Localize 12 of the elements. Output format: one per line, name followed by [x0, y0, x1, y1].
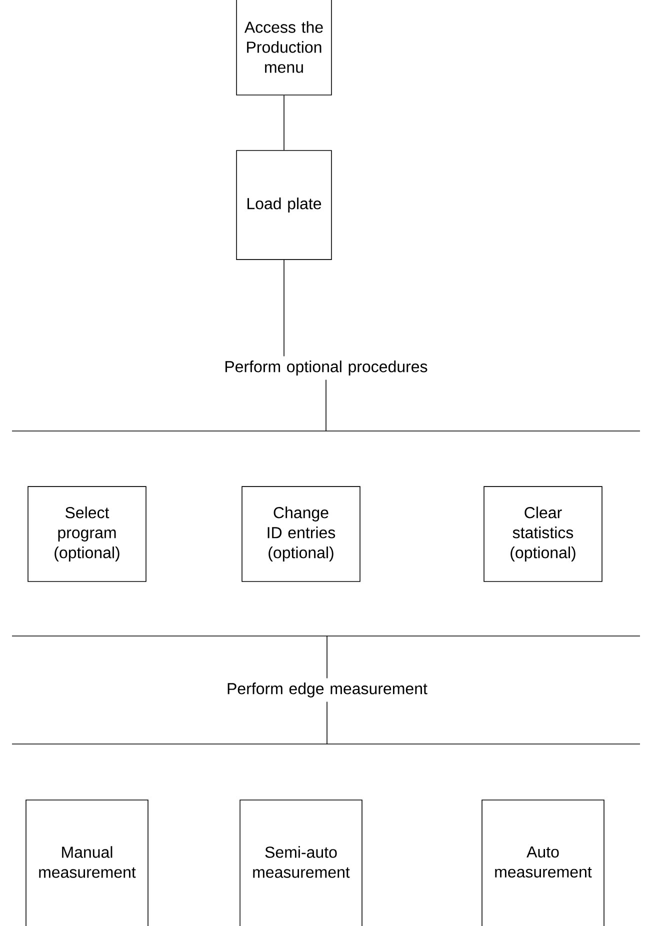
step-label: Perform optional procedures — [226, 360, 428, 376]
connector-line — [326, 636, 328, 679]
process-box: Select program (optional) — [28, 486, 146, 582]
process-box: Semi-auto measurement — [240, 800, 362, 926]
process-box: Access the Production menu — [236, 0, 332, 96]
process-box: Auto measurement — [482, 800, 604, 926]
connector-line — [326, 701, 328, 744]
process-box: Load plate — [236, 150, 332, 260]
process-box: Change ID entries (optional) — [242, 486, 360, 582]
step-label: Perform edge measurement — [228, 682, 428, 698]
process-box: Clear statistics (optional) — [484, 486, 602, 582]
process-box: Manual measurement — [26, 800, 148, 926]
